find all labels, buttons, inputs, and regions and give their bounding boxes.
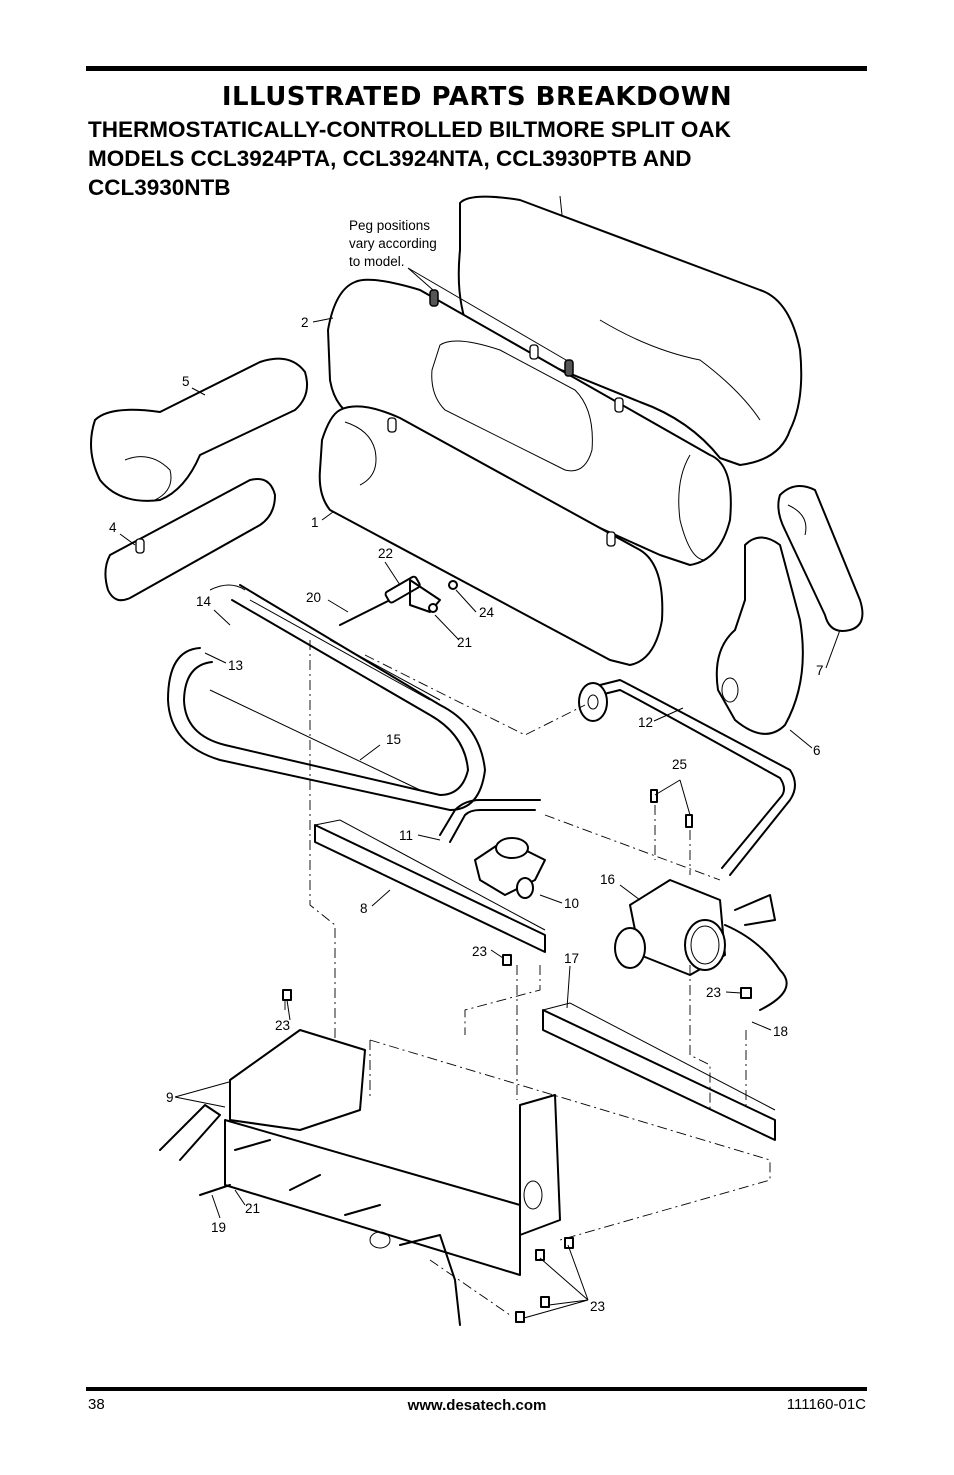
front-top-log bbox=[327, 278, 732, 566]
callout-23-valve: 23 bbox=[706, 985, 721, 1000]
callout-12: 12 bbox=[638, 715, 653, 730]
callout-15: 15 bbox=[386, 732, 401, 747]
burner-assembly bbox=[167, 584, 486, 811]
section-title: ILLUSTRATED PARTS BREAKDOWN bbox=[221, 82, 733, 112]
callout-23-bracket: 23 bbox=[472, 944, 487, 959]
callout-4: 4 bbox=[109, 520, 117, 535]
subtitle-line-2: MODELS CCL3924PTA, CCL3924NTA, CCL3930PT… bbox=[88, 146, 692, 171]
subtitle-line-1: THERMOSTATICALLY-CONTROLLED BILTMORE SPL… bbox=[88, 117, 731, 142]
callout-6: 6 bbox=[813, 743, 821, 758]
page-number: 38 bbox=[88, 1396, 105, 1413]
callout-22: 22 bbox=[378, 546, 393, 561]
model-subtitle: THERMOSTATICALLY-CONTROLLED BILTMORE SPL… bbox=[88, 115, 808, 202]
callout-14: 14 bbox=[196, 594, 212, 609]
left-upper-log bbox=[90, 357, 308, 502]
callout-21-pilot: 21 bbox=[457, 635, 472, 650]
callout-16: 16 bbox=[600, 872, 615, 887]
callout-17: 17 bbox=[564, 951, 579, 966]
burner-bracket bbox=[314, 819, 546, 953]
callout-23-grate: 23 bbox=[275, 1018, 290, 1033]
callout-11: 11 bbox=[399, 828, 413, 843]
bottom-rule bbox=[86, 1387, 867, 1391]
regulator bbox=[439, 799, 546, 899]
website-link[interactable]: www.desatech.com bbox=[407, 1397, 547, 1414]
top-rule bbox=[86, 66, 867, 71]
document-code: 111160-01C bbox=[786, 1396, 866, 1413]
callout-8: 8 bbox=[360, 901, 368, 916]
leader-lines bbox=[119, 317, 841, 1319]
callout-10: 10 bbox=[564, 896, 579, 911]
right-upper-log bbox=[777, 485, 864, 632]
callout-18: 18 bbox=[773, 1024, 788, 1039]
gas-valve bbox=[614, 879, 788, 1011]
right-lower-log bbox=[715, 536, 804, 735]
callout-9: 9 bbox=[166, 1090, 174, 1105]
assembly-guides bbox=[284, 640, 771, 1316]
valve-bracket bbox=[542, 1002, 776, 1141]
callout-5: 5 bbox=[182, 374, 190, 389]
front-bottom-log bbox=[318, 405, 664, 666]
callout-1: 1 bbox=[311, 515, 319, 530]
note-line-2: vary according bbox=[349, 236, 437, 251]
note-line-1: Peg positions bbox=[349, 218, 430, 233]
callout-25: 25 bbox=[672, 757, 687, 772]
subtitle-line-3: CCL3930NTB bbox=[88, 175, 231, 200]
log-pegs bbox=[387, 267, 624, 547]
callout-23-bottom: 23 bbox=[590, 1299, 605, 1314]
left-lower-log bbox=[104, 478, 276, 602]
gas-line-pipe bbox=[578, 679, 796, 876]
callout-21-grate: 21 bbox=[245, 1201, 260, 1216]
screws bbox=[199, 789, 752, 1323]
callout-2: 2 bbox=[301, 315, 309, 330]
callout-19: 19 bbox=[211, 1220, 226, 1235]
note-line-3: to model. bbox=[349, 254, 405, 269]
log-grate bbox=[159, 1029, 561, 1326]
callout-13: 13 bbox=[228, 658, 243, 673]
callout-7: 7 bbox=[816, 663, 824, 678]
callout-20: 20 bbox=[306, 590, 321, 605]
callout-24: 24 bbox=[479, 605, 495, 620]
